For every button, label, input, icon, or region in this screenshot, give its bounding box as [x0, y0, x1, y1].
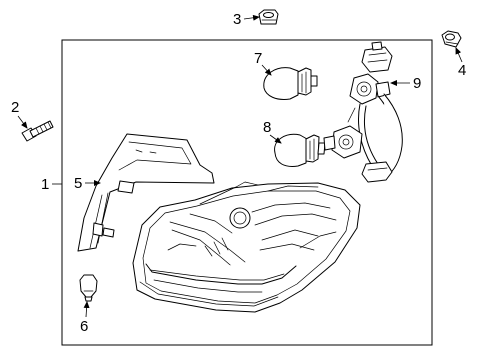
leader-3: [243, 14, 260, 21]
clip-part-4: [441, 30, 462, 48]
callout-4: 4: [458, 62, 466, 79]
leader-7: [261, 64, 272, 76]
callout-2: 2: [11, 99, 19, 116]
callout-8: 8: [263, 119, 271, 136]
callout-7: 7: [254, 50, 262, 67]
leader-6: [83, 301, 90, 318]
headlamp-part-1: [132, 181, 361, 313]
callout-6: 6: [80, 318, 88, 335]
assembly-frame: [61, 39, 433, 346]
callout-5: 5: [74, 175, 82, 192]
callout-3: 3: [233, 11, 241, 28]
bulb-part-8: [274, 133, 326, 167]
bolt-part-2: [21, 120, 54, 142]
callout-9: 9: [413, 75, 421, 92]
bulb-part-7: [263, 67, 318, 100]
socket-harness-part-9: [323, 41, 403, 183]
leader-4: [455, 47, 463, 63]
clip-part-3: [258, 9, 279, 25]
bulb-part-6: [79, 274, 98, 302]
leader-8: [269, 134, 282, 144]
bracket-part-5: [77, 133, 215, 252]
callout-1: 1: [41, 176, 49, 193]
leader-2: [17, 115, 28, 129]
